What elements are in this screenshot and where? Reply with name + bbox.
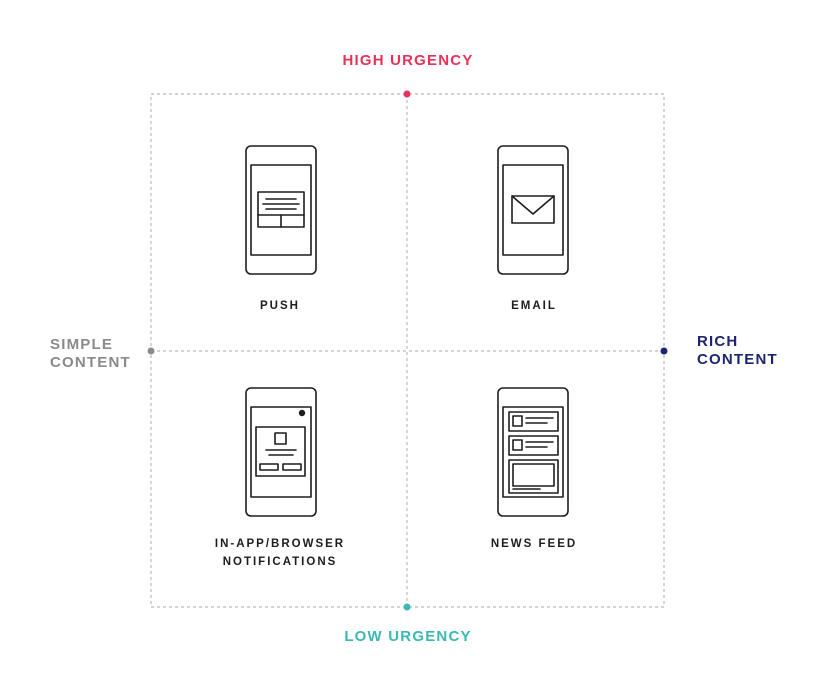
news-feed-label: NEWS FEED	[490, 538, 578, 550]
rich-content-label: RICH CONTENT	[697, 333, 778, 368]
high-urgency-dot	[403, 90, 411, 98]
phone-email-icon	[497, 145, 569, 275]
high-urgency-label: HIGH URGENCY	[342, 52, 474, 69]
simple-content-label: SIMPLE CONTENT	[50, 336, 131, 371]
in-app-browser-notifications-label: IN-APP/BROWSER NOTIFICATIONS	[214, 538, 346, 568]
push-label: PUSH	[260, 300, 300, 312]
outer-border	[150, 93, 665, 608]
low-urgency-label: LOW URGENCY	[344, 628, 472, 645]
phone-push-notification-icon	[245, 145, 317, 275]
low-urgency-dot	[403, 603, 411, 611]
simple-content-dot	[147, 347, 155, 355]
rich-content-dot	[660, 347, 668, 355]
phone-in-app-notification-icon	[245, 387, 317, 517]
quadrant-grid	[150, 93, 665, 608]
email-label: EMAIL	[511, 300, 557, 312]
phone-news-feed-icon	[497, 387, 569, 517]
